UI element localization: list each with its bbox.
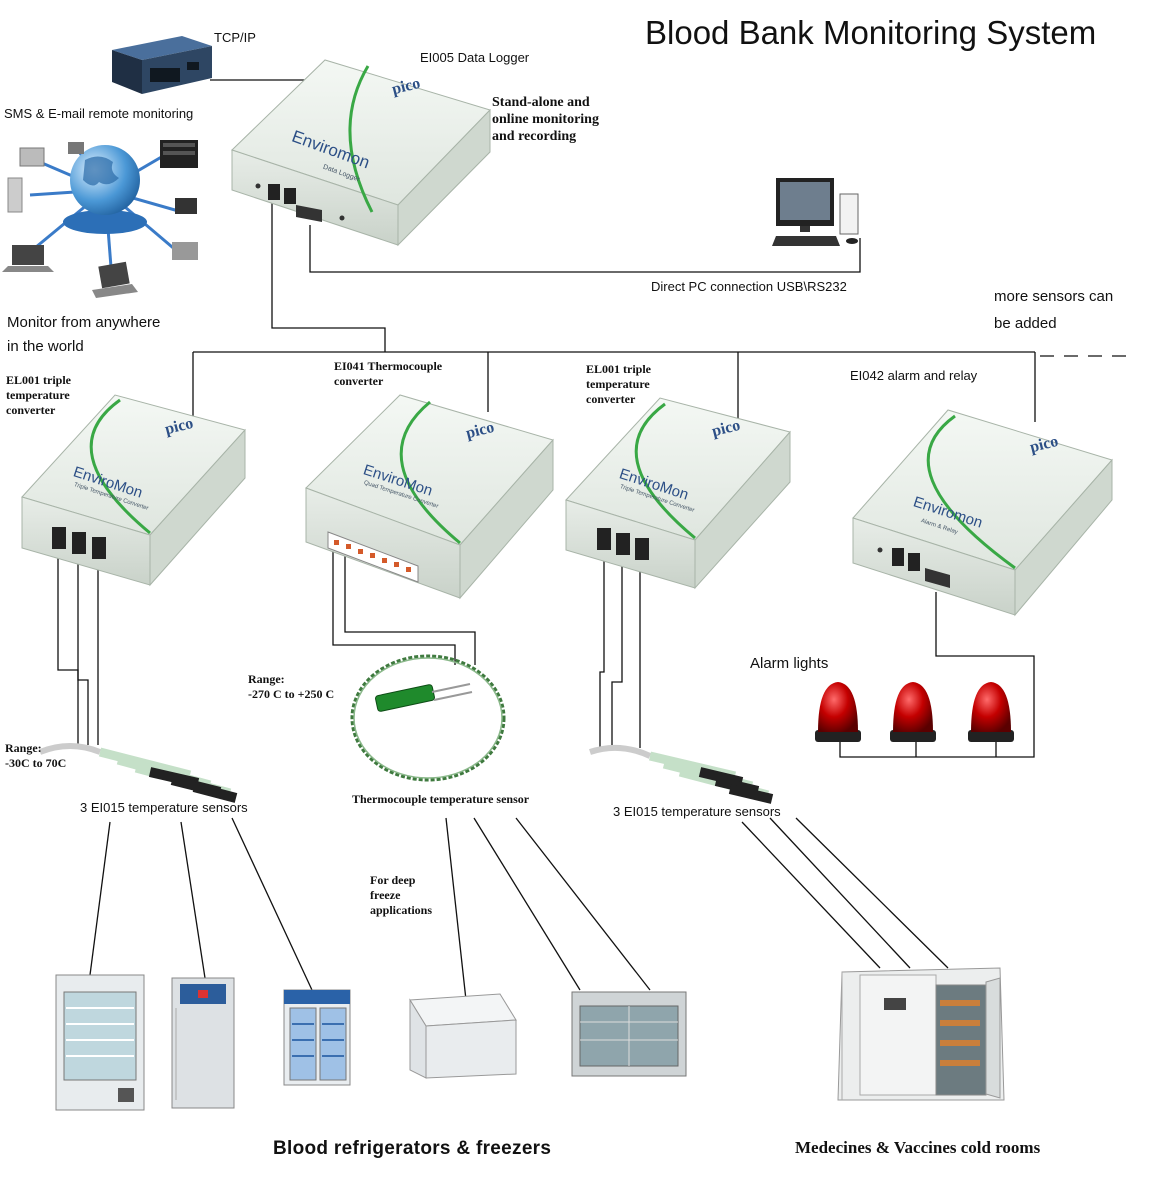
link-fridge-2	[180, 821, 206, 979]
more-sensors-label: more sensors can be added	[994, 288, 1114, 332]
sensors-right-label: 3 EI015 temperature sensors	[613, 804, 781, 819]
triple-converter-1-device	[21, 394, 246, 587]
range-left-label: Range: -30C to 70C	[5, 741, 67, 770]
logger-bus-wire	[271, 190, 386, 352]
device-1-label: EL001 triple temperature converter	[6, 373, 71, 417]
sensor-cable-r1	[599, 550, 605, 748]
thermo-cable-1	[332, 540, 456, 665]
alarm-light-3	[968, 682, 1014, 742]
device-4-label: EI042 alarm and relay	[850, 368, 978, 383]
alarm-wire	[839, 592, 1035, 758]
alarm-relay-device	[852, 409, 1113, 617]
alarm-light-1	[815, 682, 861, 742]
desktop-pc-icon	[772, 178, 859, 246]
sensor-cable-l1	[57, 548, 79, 745]
pc-connection-label: Direct PC connection USB\RS232	[651, 279, 847, 294]
thermocouple-sensor	[350, 654, 506, 782]
logger-description: Stand-alone and online monitoring and re…	[492, 95, 599, 144]
thermo-sensor-label: Thermocouple temperature sensor	[352, 792, 530, 806]
deep-freeze-label: For deep freeze applications	[370, 873, 433, 917]
page-title: Blood Bank Monitoring System	[645, 14, 1097, 51]
sms-email-label: SMS & E-mail remote monitoring	[4, 106, 194, 121]
monitor-anywhere-label: Monitor from anywhere in the world	[7, 314, 161, 355]
link-fridge-3	[231, 817, 313, 991]
chest-freezer	[409, 993, 517, 1079]
temperature-probes-left	[38, 743, 238, 803]
thermocouple-converter-device	[305, 394, 554, 600]
range-thermo-label: Range: -270 C to +250 C	[248, 672, 335, 701]
pc-wire	[309, 225, 861, 273]
link-cabinet-2	[515, 817, 651, 991]
blood-refrigerator-2	[171, 977, 235, 1109]
cold-room	[837, 967, 1005, 1101]
alarm-lights-label: Alarm lights	[750, 655, 829, 672]
display-cabinet	[571, 991, 687, 1077]
network-server-icon	[112, 36, 212, 94]
sensors-left-label: 3 EI015 temperature sensors	[80, 800, 248, 815]
data-logger-device	[231, 59, 491, 247]
device-2-label: EI041 Thermocouple converter	[334, 359, 443, 388]
blood-refrigerator-1	[55, 974, 145, 1111]
data-logger-label: EI005 Data Logger	[420, 50, 530, 65]
blood-refrigerator-3	[283, 989, 351, 1086]
alarm-light-2	[890, 682, 936, 742]
cold-rooms-caption: Medecines & Vaccines cold rooms	[795, 1138, 1041, 1157]
temperature-probes-right	[589, 744, 774, 804]
triple-converter-2-device	[565, 397, 791, 590]
wiring	[57, 79, 1132, 1001]
tcpip-label: TCP/IP	[214, 30, 256, 45]
device-3-label: EL001 triple temperature converter	[586, 362, 651, 406]
link-coldroom-1	[741, 821, 881, 969]
link-cabinet-1	[473, 817, 581, 991]
link-freezer	[445, 817, 467, 1001]
refrigerators-caption: Blood refrigerators & freezers	[273, 1138, 552, 1159]
globe-network-icon	[2, 140, 198, 298]
link-fridge-1	[89, 821, 111, 976]
